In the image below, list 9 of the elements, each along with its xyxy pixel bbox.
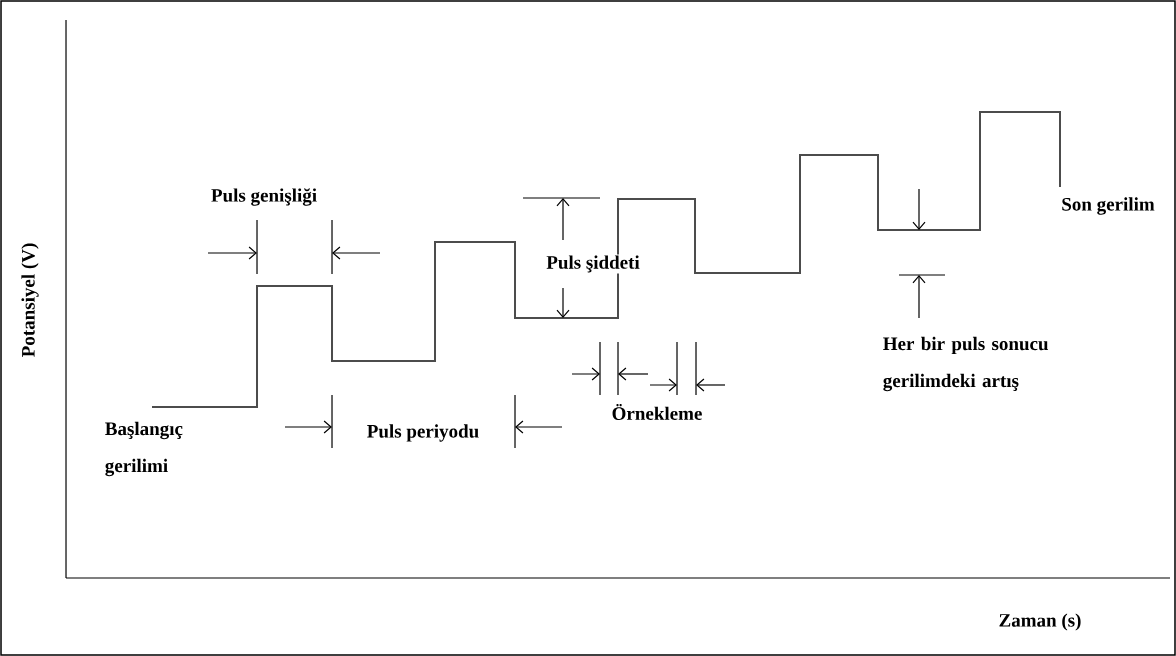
axis-label: Zaman (s) [999, 613, 1081, 631]
dimension-label: Puls periyodu [367, 424, 479, 442]
annotation-label: Her bir puls sonucu gerilimdeki artış [883, 336, 1048, 392]
annotation-label: Başlangıç gerilimi [105, 421, 183, 477]
axis-label: Potansiyel (V) [21, 243, 39, 357]
dimension-label: Puls genişliği [211, 188, 317, 206]
annotation-label: Son gerilim [1062, 197, 1155, 215]
dimension-label: Puls şiddeti [545, 254, 641, 274]
dimension-label: Örnekleme [612, 404, 702, 420]
